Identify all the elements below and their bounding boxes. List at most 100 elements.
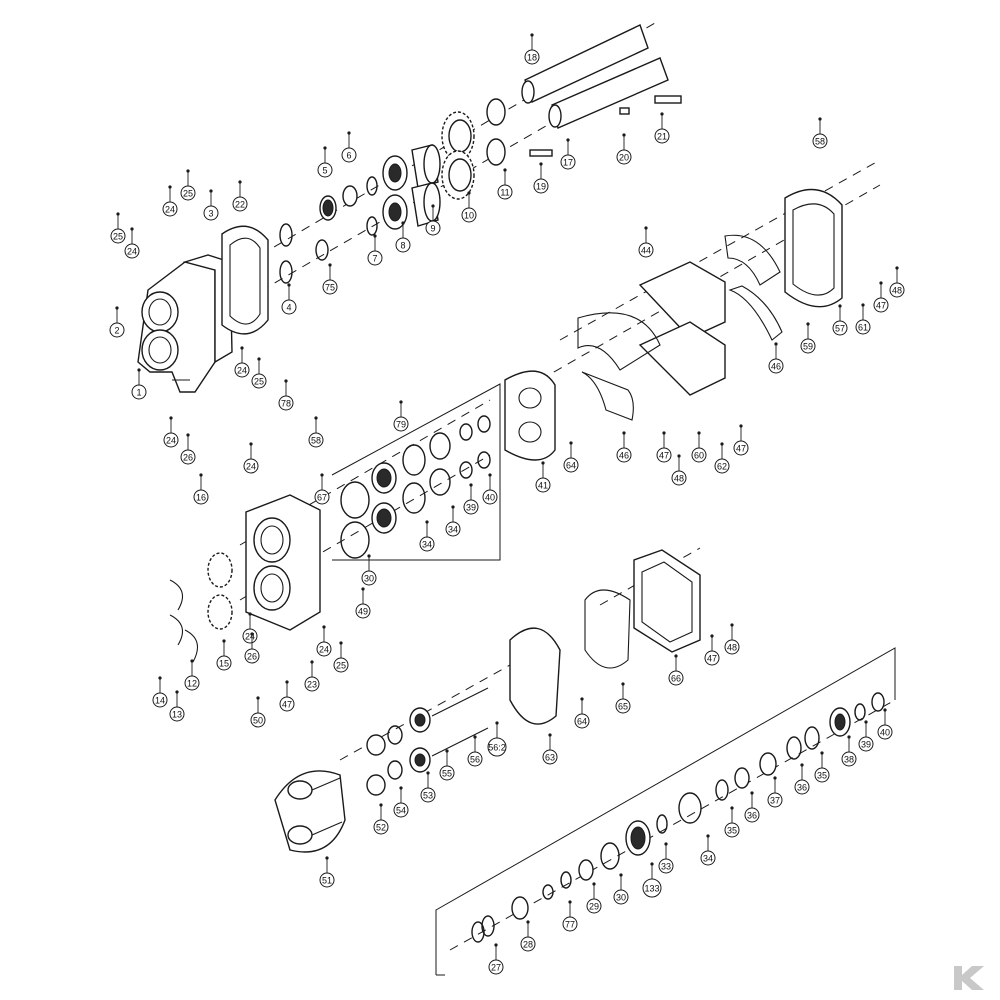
callout-leader-dot <box>569 441 573 445</box>
callout-leader-dot <box>361 587 365 591</box>
callout-bubble <box>724 822 740 838</box>
callout-bubble <box>654 128 670 144</box>
callout-number: 48 <box>674 474 684 484</box>
callout-bubble <box>656 447 672 463</box>
callout-leader-dot <box>774 342 778 346</box>
callout-leader-dot <box>674 654 678 658</box>
callout-leader-dot <box>209 189 213 193</box>
callout-number: 59 <box>803 342 813 352</box>
callout-c7: 7 <box>367 234 383 266</box>
callout-number: 36 <box>797 783 807 793</box>
callout-number: 26 <box>247 652 257 662</box>
callout-bubble <box>393 802 409 818</box>
callout-c47c: 47 <box>733 424 749 456</box>
callout-number: 24 <box>237 366 247 376</box>
callout-bubble <box>281 299 297 315</box>
callout-leader-dot <box>137 368 141 372</box>
callout-bubble <box>367 250 383 266</box>
callout-c29: 29 <box>586 882 602 914</box>
callout-bubble <box>668 670 684 686</box>
callout-bubble <box>304 676 320 692</box>
callout-c67: 67 <box>314 473 330 505</box>
callout-number: 17 <box>563 158 573 168</box>
callout-bubble <box>744 807 760 823</box>
callout-c24d: 24 <box>163 416 179 448</box>
callout-bubble <box>279 696 295 712</box>
gear-case <box>137 254 233 393</box>
callout-number: 27 <box>491 963 501 973</box>
callout-leader-dot <box>168 185 172 189</box>
callout-leader-dot <box>879 281 883 285</box>
callout-number: 47 <box>659 451 669 461</box>
callout-number: 24 <box>246 462 256 472</box>
upper-bearings <box>382 155 408 230</box>
callout-c28: 28 <box>520 920 536 952</box>
callout-bubble <box>373 819 389 835</box>
callout-c58a: 58 <box>812 117 828 149</box>
callout-bubble <box>855 319 871 335</box>
callout-leader-dot <box>467 191 471 195</box>
callout-c63: 63 <box>542 733 558 765</box>
callout-leader-dot <box>320 473 324 477</box>
upper-seals <box>279 176 378 284</box>
callout-c50: 50 <box>250 696 266 728</box>
callout-leader-dot <box>883 708 887 712</box>
callout-leader-dot <box>526 920 530 924</box>
callout-c58b: 58 <box>308 416 324 448</box>
callout-bubble <box>420 787 436 803</box>
callout-leader-dot <box>677 454 681 458</box>
callout-bubble <box>704 650 720 666</box>
callout-c65: 65 <box>615 682 631 714</box>
rear-cover <box>207 494 321 631</box>
callout-bubble <box>562 916 578 932</box>
callout-c25a: 25 <box>180 169 196 201</box>
callout-c44: 44 <box>638 226 654 258</box>
callout-number: 6 <box>346 151 351 161</box>
callout-bubble <box>616 149 632 165</box>
callout-leader-dot <box>473 735 477 739</box>
callout-c23: 23 <box>304 660 320 692</box>
callout-leader-dot <box>662 431 666 435</box>
callout-c33: 33 <box>658 842 674 874</box>
callout-leader-dot <box>469 483 473 487</box>
callout-leader-dot <box>847 735 851 739</box>
callout-bubble <box>858 736 874 752</box>
callout-bubble <box>316 641 332 657</box>
callout-leader-dot <box>864 720 868 724</box>
callout-leader-dot <box>806 322 810 326</box>
callout-number: 25 <box>113 232 123 242</box>
callout-leader-dot <box>325 856 329 860</box>
callout-number: 26 <box>183 453 193 463</box>
callout-c24c: 24 <box>234 346 250 378</box>
callout-leader-dot <box>285 680 289 684</box>
callout-c1: 1 <box>131 368 147 400</box>
callout-bubble <box>322 279 338 295</box>
callout-leader-dot <box>895 266 899 270</box>
callout-bubble <box>308 432 324 448</box>
callout-c26b: 26 <box>244 632 260 664</box>
callout-leader-dot <box>248 612 252 616</box>
callout-number: 29 <box>589 902 599 912</box>
callout-number: 21 <box>657 132 667 142</box>
callout-bubble <box>767 792 783 808</box>
callout-leader-dot <box>580 697 584 701</box>
mechanical-seal-stack <box>471 692 885 943</box>
callout-leader-dot <box>592 882 596 886</box>
callout-c34b: 34 <box>419 520 435 552</box>
callout-number: 5 <box>322 166 327 176</box>
callout-bubble <box>768 358 784 374</box>
callout-number: 47 <box>876 301 886 311</box>
callout-c48b: 48 <box>671 454 687 486</box>
callout-number: 46 <box>619 451 629 461</box>
callout-leader-dot <box>710 634 714 638</box>
callout-number: 40 <box>485 493 495 503</box>
callout-bubble <box>319 872 335 888</box>
callout-number: 33 <box>661 862 671 872</box>
callout-c34c: 34 <box>700 834 716 866</box>
callout-number: 39 <box>466 503 476 513</box>
callout-c5: 5 <box>317 146 333 178</box>
callout-bubble <box>317 162 333 178</box>
callout-number: 49 <box>358 607 368 617</box>
callout-c53: 53 <box>420 771 436 803</box>
callout-c47a: 47 <box>873 281 889 313</box>
